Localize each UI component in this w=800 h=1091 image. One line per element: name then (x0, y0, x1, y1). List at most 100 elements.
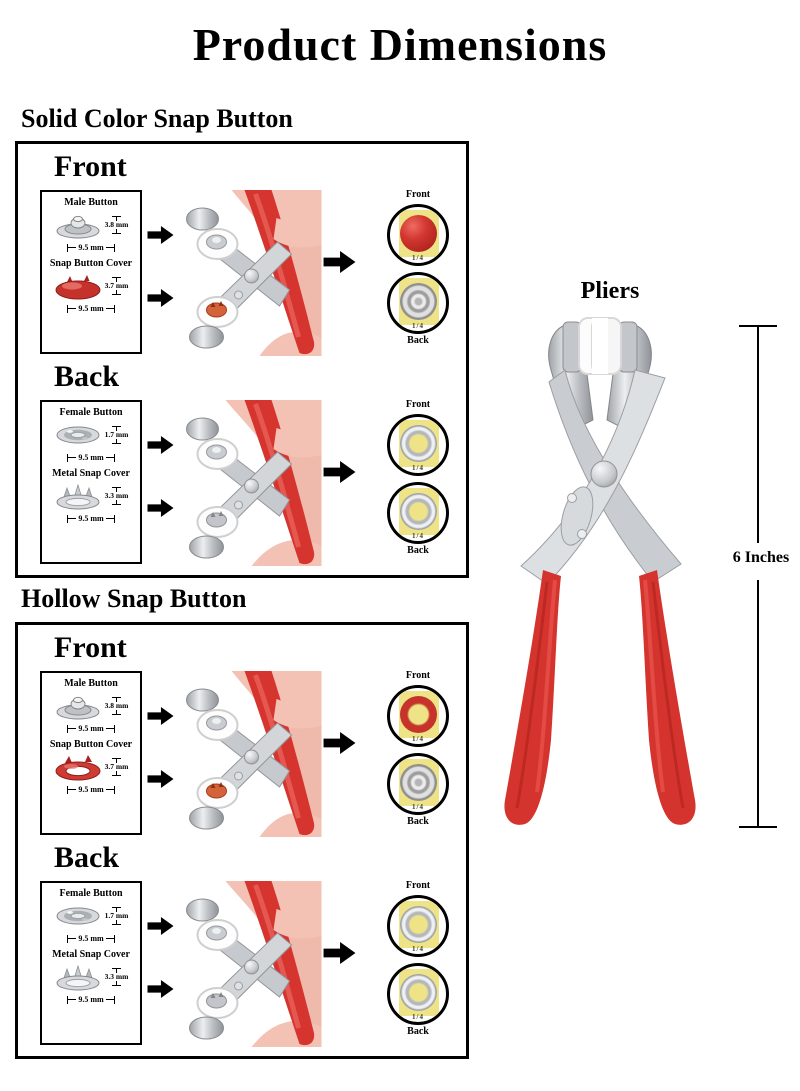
result-views: Front 1/4 1/4 Back (356, 400, 480, 556)
part-name: Female Button (59, 888, 123, 899)
part-name: Snap Button Cover (49, 258, 133, 270)
result-front-photo: 1/4 (387, 204, 449, 266)
ruler-mark: 1/4 (412, 945, 424, 953)
snap-back-view (400, 283, 437, 320)
ruler-mark: 1/4 (412, 1013, 424, 1021)
pliers-closeup-photo (181, 671, 322, 837)
dim-cap-icon (112, 771, 121, 776)
page-title: Product Dimensions (192, 19, 608, 70)
result-back-label: Back (407, 1026, 429, 1037)
result-views: Front 1/4 1/4 Back (356, 671, 480, 827)
snap-front-view (400, 425, 437, 462)
dim-line-segment (757, 580, 759, 826)
part-name: Female Button (59, 407, 123, 418)
ruler-mark: 1/4 (412, 803, 424, 811)
snap-front-view (400, 215, 437, 252)
solid-back-subsection: Back Female Button 1.7 mm 9.5 mm (18, 360, 463, 572)
spec-part: Metal Snap Cover 3.3 mm 9.5 mm (42, 468, 140, 524)
hollow-section-box: Front Male Button 3.8 mm 9.5 mm (15, 622, 469, 1059)
result-front-label: Front (405, 399, 431, 410)
arrow-right-icon (147, 707, 174, 725)
dim-cap-icon (112, 276, 121, 282)
arrow-right-icon (323, 942, 356, 964)
width-dimension: 9.5 mm (67, 994, 115, 1005)
solid-back-heading: Back (54, 360, 120, 393)
metal-snap-cover-image (54, 962, 102, 992)
male-button-image (54, 210, 102, 240)
width-dimension: 9.5 mm (67, 933, 115, 944)
arrow-right-icon (147, 917, 174, 935)
dim-cap-icon (739, 826, 777, 828)
part-name: Metal Snap Cover (52, 949, 130, 961)
result-views: Front 1/4 1/4 Back (356, 190, 480, 346)
height-dimension: 3.8 mm (105, 696, 128, 715)
arrow-right-icon (323, 251, 356, 273)
part-name: Male Button (64, 678, 118, 689)
part-name: Snap Button Cover (49, 739, 133, 751)
female-button-image (54, 420, 102, 450)
snap-button-cover-image (54, 271, 102, 301)
hollow-back-subsection: Back Female Button 1.7 mm 9.5 mm (18, 841, 463, 1053)
snap-front-view (400, 696, 437, 733)
dim-cap-icon (112, 439, 121, 444)
dim-cap-icon (112, 696, 121, 702)
dim-cap-icon (112, 425, 121, 431)
result-back-photo: 1/4 (387, 272, 449, 334)
spec-part: Male Button 3.8 mm 9.5 mm (42, 197, 140, 253)
solid-section-box: Front Male Button 3.8 mm 9.5 mm (15, 141, 469, 578)
snap-back-view (400, 974, 437, 1011)
width-dimension: 9.5 mm (67, 723, 115, 734)
width-dimension: 9.5 mm (67, 303, 115, 314)
snap-button-cover-image (54, 752, 102, 782)
snap-front-view (400, 906, 437, 943)
height-dimension: 3.7 mm (105, 276, 128, 295)
hollow-back-heading: Back (54, 841, 120, 874)
dim-cap-icon (112, 290, 121, 295)
spec-part: Female Button 1.7 mm 9.5 mm (42, 407, 140, 463)
dim-cap-icon (112, 920, 121, 925)
dim-cap-icon (112, 486, 121, 492)
dim-cap-icon (112, 710, 121, 715)
height-dimension: 3.3 mm (105, 486, 128, 505)
result-back-photo: 1/4 (387, 963, 449, 1025)
hollow-front-spec-box: Male Button 3.8 mm 9.5 mm (40, 671, 142, 835)
result-back-photo: 1/4 (387, 482, 449, 544)
spec-part: Snap Button Cover 3.7 mm 9.5 mm (42, 739, 140, 795)
result-back-label: Back (407, 335, 429, 346)
height-dimension: 3.8 mm (105, 215, 128, 234)
spec-part: Metal Snap Cover 3.3 mm 9.5 mm (42, 949, 140, 1005)
dim-cap-icon (112, 981, 121, 986)
height-dimension: 1.7 mm (105, 906, 128, 925)
ruler-mark: 1/4 (412, 735, 424, 743)
snap-back-view (400, 764, 437, 801)
solid-front-heading: Front (54, 150, 127, 183)
spec-part: Female Button 1.7 mm 9.5 mm (42, 888, 140, 944)
arrow-right-icon (147, 499, 174, 517)
height-dimension: 3.7 mm (105, 757, 128, 776)
spec-part: Snap Button Cover 3.7 mm 9.5 mm (42, 258, 140, 314)
result-back-photo: 1/4 (387, 753, 449, 815)
snap-back-view (400, 493, 437, 530)
solid-front-spec-box: Male Button 3.8 mm 9.5 mm (40, 190, 142, 354)
arrow-right-icon (147, 980, 174, 998)
result-front-label: Front (405, 189, 431, 200)
hollow-back-spec-box: Female Button 1.7 mm 9.5 mm (40, 881, 142, 1045)
ruler-mark: 1/4 (412, 254, 424, 262)
result-back-label: Back (407, 545, 429, 556)
dim-cap-icon (739, 325, 777, 327)
result-front-label: Front (405, 880, 431, 891)
pliers-closeup-photo (181, 400, 322, 566)
part-name: Metal Snap Cover (52, 468, 130, 480)
arrow-right-icon (147, 289, 174, 307)
dim-cap-icon (112, 757, 121, 763)
dim-cap-icon (112, 500, 121, 505)
ruler-mark: 1/4 (412, 464, 424, 472)
pliers-length-label: 6 Inches (732, 549, 790, 566)
spec-part: Male Button 3.8 mm 9.5 mm (42, 678, 140, 734)
hollow-front-subsection: Front Male Button 3.8 mm 9.5 mm (18, 631, 463, 843)
result-back-label: Back (407, 816, 429, 827)
height-dimension: 3.3 mm (105, 967, 128, 986)
dim-cap-icon (112, 906, 121, 912)
ruler-mark: 1/4 (412, 532, 424, 540)
